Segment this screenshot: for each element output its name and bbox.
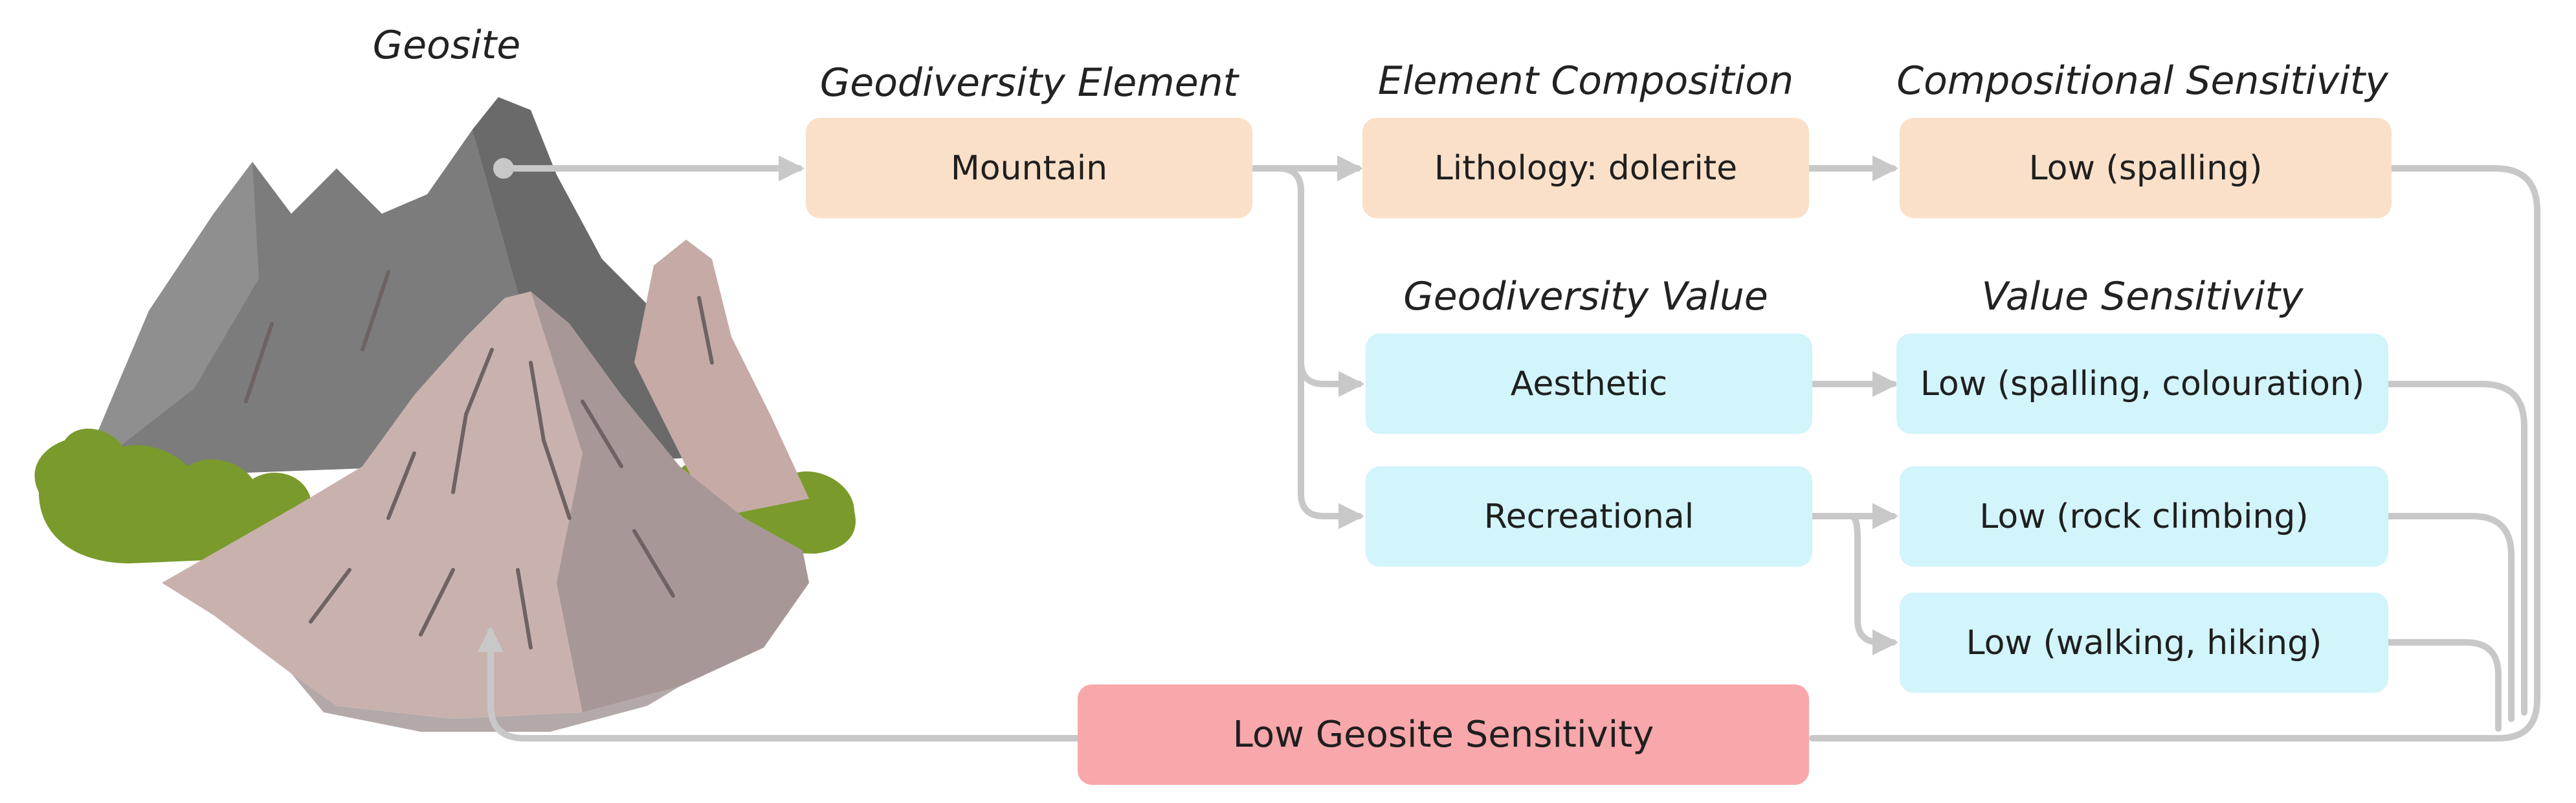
box-lithology: Lithology: dolerite — [1362, 118, 1809, 218]
box-mountain: Mountain — [806, 118, 1252, 218]
connector-mountain-to-recreational — [1298, 346, 1364, 529]
box-low-spalling: Low (spalling) — [1900, 118, 2392, 218]
header-geodiversity-element: Geodiversity Element — [819, 60, 1239, 106]
box-low-spalling-colouration: Low (spalling, colouration) — [1896, 334, 2388, 434]
rock-cracks — [244, 270, 714, 650]
box-aesthetic: Aesthetic — [1366, 334, 1812, 434]
header-compositional-sensitivity: Compositional Sensitivity — [1896, 58, 2388, 104]
vegetation-left — [34, 428, 316, 563]
pink-mountain-shade — [531, 291, 809, 712]
pink-peak-right — [634, 240, 809, 518]
connector-result-to-geosite — [478, 626, 1081, 741]
connector-spalling-out — [1809, 165, 2540, 741]
mountain-illustration — [34, 97, 856, 732]
header-value-sensitivity: Value Sensitivity — [1981, 274, 2304, 319]
connector-mountain-to-aesthetic — [1249, 165, 1364, 397]
grey-peak-left-shade — [78, 162, 259, 479]
header-element-composition: Element Composition — [1377, 58, 1794, 104]
connector-rock-climbing-out — [2385, 513, 2515, 722]
box-recreational: Recreational — [1366, 466, 1812, 567]
box-low-walking-hiking: Low (walking, hiking) — [1900, 593, 2388, 693]
box-low-geosite-sensitivity: Low Geosite Sensitivity — [1078, 684, 1809, 785]
mountain-base — [291, 673, 680, 732]
connector-colouration-out — [2385, 381, 2527, 716]
header-geodiversity-value: Geodiversity Value — [1403, 274, 1768, 319]
header-geosite: Geosite — [372, 23, 521, 68]
box-low-rock-climbing: Low (rock climbing) — [1900, 466, 2388, 567]
connectors — [478, 155, 2540, 741]
connector-recreational-to-walking — [1848, 513, 1898, 655]
connector-walking-out — [2385, 639, 2502, 732]
